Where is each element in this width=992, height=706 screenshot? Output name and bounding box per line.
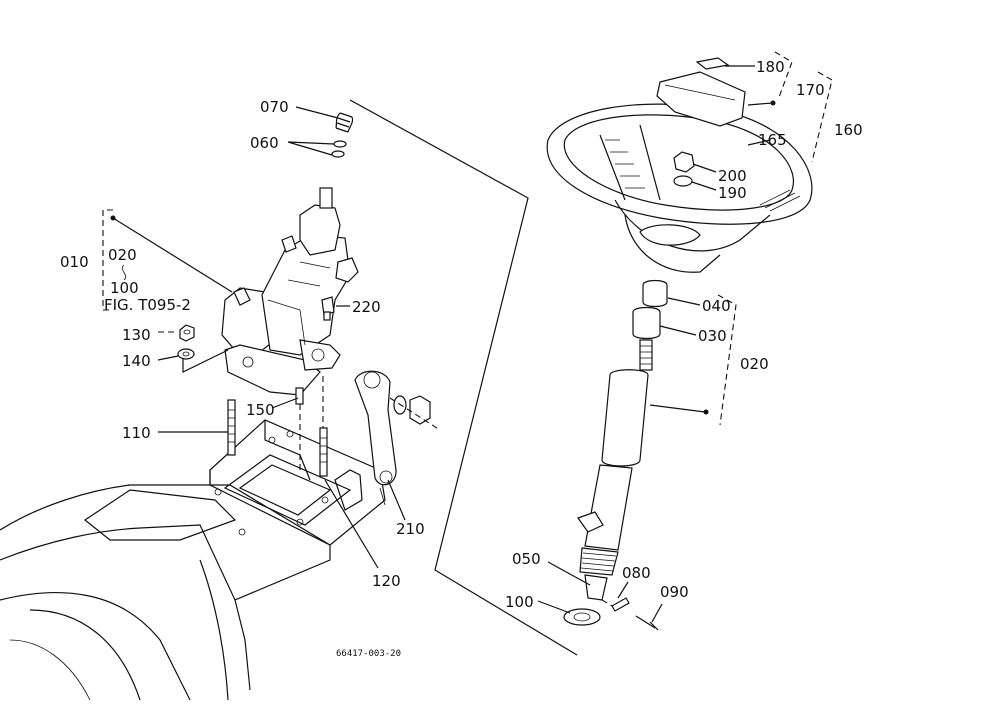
label-170: 170 [796,81,825,99]
part-labels: 010 020 100 FIG. T095-2 130 140 110 150 … [60,58,863,659]
steering-gearbox [221,187,359,396]
label-080: 080 [622,564,651,582]
label-020-upper: 020 [108,246,137,264]
steering-column [563,279,668,631]
label-220: 220 [352,298,381,316]
label-040: 040 [702,297,731,315]
nut-200 [673,151,695,173]
washer-140 [177,348,195,360]
studs [227,376,328,477]
label-180: 180 [756,58,785,76]
label-010: 010 [60,253,89,271]
label-050: 050 [512,550,541,568]
label-110: 110 [122,424,151,442]
label-fig-ref: FIG. T095-2 [104,296,191,314]
steering-mount-frame [209,419,386,546]
pitman-nut-washer [389,395,441,431]
label-190: 190 [718,184,747,202]
tractor-body-outline [0,484,331,701]
steering-wheel [546,103,813,273]
spring-070 [335,112,354,133]
label-165: 165 [758,131,787,149]
label-160: 160 [834,121,863,139]
label-070: 070 [260,98,289,116]
washers-060 [331,140,347,158]
label-200: 200 [718,167,747,185]
label-210: 210 [396,520,425,538]
label-140: 140 [122,352,151,370]
nut-130 [179,324,195,342]
label-130: 130 [122,326,151,344]
horn-cap [656,57,746,127]
pitman-arm [354,370,397,506]
label-150: 150 [246,401,275,419]
label-100-upper: 100 [110,279,139,297]
label-020-lower: 020 [740,355,769,373]
leader-lines [102,51,833,656]
label-030: 030 [698,327,727,345]
label-090: 090 [660,583,689,601]
washer-190 [673,175,693,187]
label-100-lower: 100 [505,593,534,611]
label-060: 060 [250,134,279,152]
label-120: 120 [372,572,401,590]
drawing-code: 66417-003-20 [336,649,401,659]
grease-fitting-220 [321,296,335,321]
